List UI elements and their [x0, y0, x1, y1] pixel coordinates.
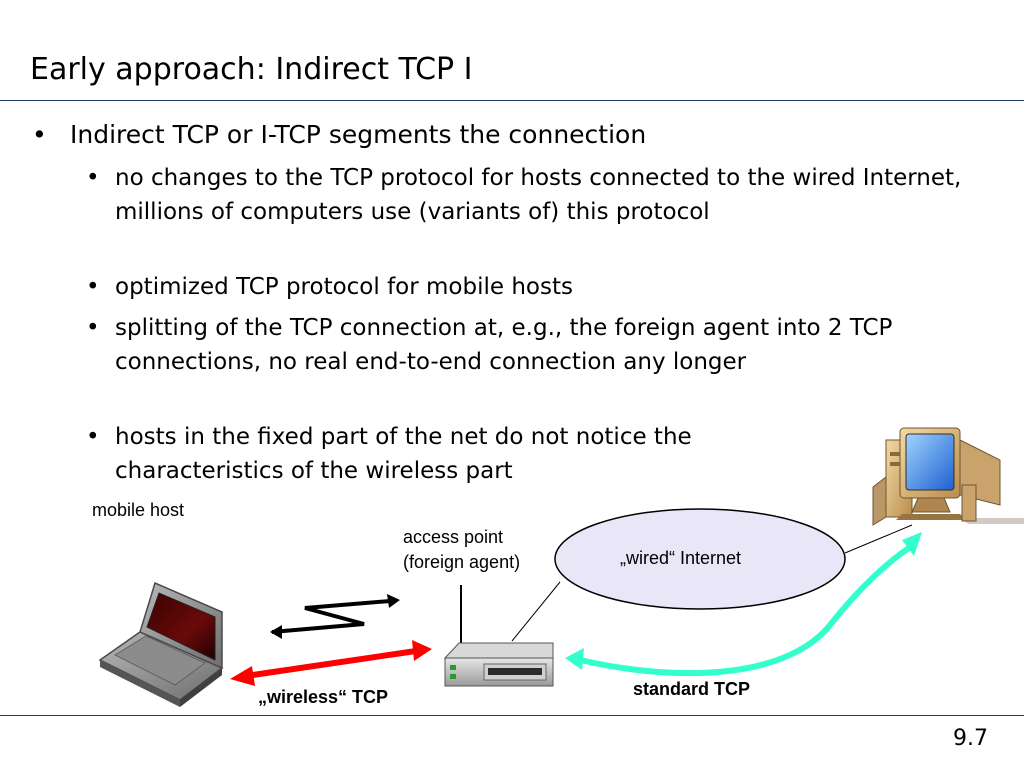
bullet-main: Indirect TCP or I-TCP segments the conne… [70, 120, 647, 149]
standard-tcp-arrow [565, 532, 922, 677]
internet-cloud [554, 508, 846, 610]
foreign-agent-label: (foreign agent) [403, 552, 521, 572]
access-point-icon [443, 585, 554, 687]
internet-label: „wired“ Internet [620, 548, 742, 568]
bullet-sub-2: optimized TCP protocol for mobile hosts [115, 274, 573, 300]
standard-tcp-label: standard TCP [633, 679, 751, 699]
radio-link-icon [270, 594, 400, 639]
bullet-marker: • [32, 120, 47, 149]
slide-title: Early approach: Indirect TCP I [30, 52, 473, 87]
internet-host-link [844, 524, 913, 554]
page-number: 9.7 [953, 726, 988, 751]
wireless-tcp-label: „wireless“ TCP [258, 687, 389, 707]
laptop-icon [98, 581, 224, 707]
bullet-sub-1: no changes to the TCP protocol for hosts… [115, 165, 962, 225]
wireless-tcp-arrow [230, 640, 432, 686]
mobile-host-label: mobile host [92, 500, 185, 520]
desktop-computer-icon [872, 427, 1024, 526]
footer-divider [0, 715, 1024, 716]
bullet-marker: • [86, 274, 100, 300]
bullet-marker: • [86, 424, 100, 450]
title-divider [0, 100, 1024, 101]
access-point-label: access point [403, 527, 504, 547]
bullet-sub-4: hosts in the fixed part of the net do no… [115, 424, 692, 484]
ap-internet-link [511, 581, 561, 642]
bullet-marker: • [86, 315, 100, 341]
bullet-marker: • [86, 165, 100, 191]
bullet-sub-3: splitting of the TCP connection at, e.g.… [115, 315, 893, 375]
